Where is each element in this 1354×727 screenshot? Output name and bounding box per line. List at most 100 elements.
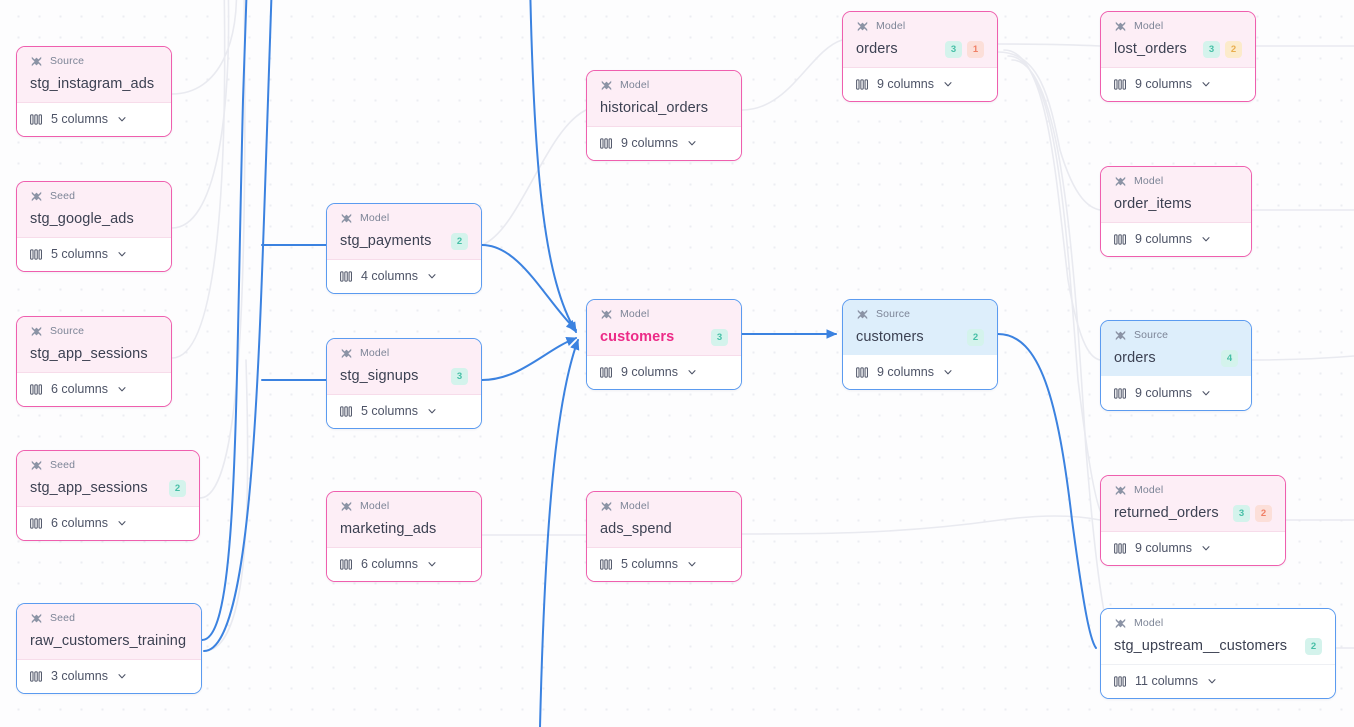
node-columns-toggle[interactable]: 11 columns	[1101, 665, 1335, 698]
node-type-row: Seed	[30, 459, 186, 472]
columns-icon	[30, 670, 42, 682]
columns-icon	[30, 113, 42, 125]
node-columns-toggle[interactable]: 5 columns	[327, 395, 481, 428]
node-title-row: customers 2	[856, 328, 984, 346]
edge-active	[529, 0, 577, 334]
chevron-down-icon[interactable]	[943, 79, 953, 89]
node-title: stg_upstream__customers	[1114, 638, 1288, 654]
node-type-row: Seed	[30, 190, 158, 203]
columns-count-label: 5 columns	[621, 557, 678, 571]
columns-count-label: 5 columns	[51, 247, 108, 261]
chevron-down-icon[interactable]	[117, 249, 127, 259]
node-columns-toggle[interactable]: 4 columns	[327, 260, 481, 293]
chevron-down-icon[interactable]	[1201, 388, 1211, 398]
columns-count-label: 9 columns	[621, 136, 678, 150]
node-title: stg_payments	[340, 233, 432, 249]
node-title: stg_app_sessions	[30, 346, 148, 362]
node-title: customers	[856, 329, 924, 345]
node-columns-toggle[interactable]: 3 columns	[17, 660, 201, 693]
lineage-node-historical_orders[interactable]: Model historical_orders 9 columns	[586, 70, 742, 161]
node-columns-toggle[interactable]: 9 columns	[1101, 532, 1285, 565]
dbt-logo-icon	[1115, 485, 1126, 496]
node-badge-red: 1	[967, 40, 984, 58]
lineage-node-stg_app_sessions_source[interactable]: Source stg_app_sessions 6 columns	[16, 316, 172, 407]
node-badge-teal: 4	[1221, 349, 1238, 367]
lineage-node-marketing_ads[interactable]: Model marketing_ads 6 columns	[326, 491, 482, 582]
lineage-node-stg_instagram_ads[interactable]: Source stg_instagram_ads 5 columns	[16, 46, 172, 137]
node-type-label: Model	[1134, 617, 1164, 629]
node-columns-toggle[interactable]: 9 columns	[1101, 223, 1251, 256]
chevron-down-icon[interactable]	[117, 384, 127, 394]
columns-count-label: 9 columns	[1135, 232, 1192, 246]
node-columns-toggle[interactable]: 5 columns	[17, 238, 171, 271]
lineage-node-ads_spend[interactable]: Model ads_spend 5 columns	[586, 491, 742, 582]
node-badge-teal: 2	[1305, 637, 1322, 655]
lineage-node-raw_customers_training[interactable]: Seed raw_customers_training 3 columns	[16, 603, 202, 694]
node-header: Model stg_upstream__customers 2	[1101, 609, 1335, 665]
node-header: Model marketing_ads	[327, 492, 481, 548]
dbt-logo-icon	[857, 309, 868, 320]
node-badges: 2	[1305, 637, 1322, 655]
chevron-down-icon[interactable]	[427, 271, 437, 281]
lineage-node-customers_source[interactable]: Source customers 2 9 columns	[842, 299, 998, 390]
chevron-down-icon[interactable]	[427, 559, 437, 569]
lineage-node-order_items[interactable]: Model order_items 9 columns	[1100, 166, 1252, 257]
node-columns-toggle[interactable]: 5 columns	[587, 548, 741, 581]
chevron-down-icon[interactable]	[687, 559, 697, 569]
node-columns-toggle[interactable]: 9 columns	[587, 127, 741, 160]
dbt-logo-icon	[31, 326, 42, 337]
chevron-down-icon[interactable]	[943, 367, 953, 377]
node-columns-toggle[interactable]: 9 columns	[587, 356, 741, 389]
chevron-down-icon[interactable]	[427, 406, 437, 416]
chevron-down-icon[interactable]	[117, 114, 127, 124]
chevron-down-icon[interactable]	[687, 367, 697, 377]
node-title: returned_orders	[1114, 505, 1219, 521]
lineage-node-stg_app_sessions_seed[interactable]: Seed stg_app_sessions 2 6 columns	[16, 450, 200, 541]
lineage-node-customers_model[interactable]: Model customers 3 9 columns	[586, 299, 742, 390]
lineage-node-stg_upstream__customers[interactable]: Model stg_upstream__customers 2 11 colum…	[1100, 608, 1336, 699]
node-columns-toggle[interactable]: 5 columns	[17, 103, 171, 136]
lineage-node-stg_google_ads[interactable]: Seed stg_google_ads 5 columns	[16, 181, 172, 272]
node-columns-toggle[interactable]: 6 columns	[17, 507, 199, 540]
lineage-node-orders_source[interactable]: Source orders 4 9 columns	[1100, 320, 1252, 411]
node-title-row: stg_upstream__customers 2	[1114, 637, 1322, 655]
lineage-node-stg_payments[interactable]: Model stg_payments 2 4 columns	[326, 203, 482, 294]
node-columns-toggle[interactable]: 6 columns	[17, 373, 171, 406]
chevron-down-icon[interactable]	[1201, 543, 1211, 553]
node-columns-toggle[interactable]: 9 columns	[843, 356, 997, 389]
node-columns-toggle[interactable]: 9 columns	[843, 68, 997, 101]
node-type-row: Model	[600, 500, 728, 513]
columns-count-label: 9 columns	[1135, 77, 1192, 91]
dbt-logo-icon	[857, 21, 868, 32]
chevron-down-icon[interactable]	[1207, 676, 1217, 686]
edge-inactive	[1251, 355, 1354, 361]
chevron-down-icon[interactable]	[1201, 234, 1211, 244]
node-header: Source customers 2	[843, 300, 997, 356]
node-type-row: Model	[1114, 20, 1242, 33]
columns-icon	[340, 558, 352, 570]
node-title: order_items	[1114, 196, 1192, 212]
lineage-node-stg_signups[interactable]: Model stg_signups 3 5 columns	[326, 338, 482, 429]
node-title-row: order_items	[1114, 195, 1238, 213]
node-type-row: Model	[600, 308, 728, 321]
chevron-down-icon[interactable]	[1201, 79, 1211, 89]
node-columns-toggle[interactable]: 6 columns	[327, 548, 481, 581]
node-columns-toggle[interactable]: 9 columns	[1101, 377, 1251, 410]
chevron-down-icon[interactable]	[117, 518, 127, 528]
chevron-down-icon[interactable]	[117, 671, 127, 681]
dbt-logo-icon	[341, 213, 352, 224]
node-badge-amber: 2	[1225, 40, 1242, 58]
chevron-down-icon[interactable]	[687, 138, 697, 148]
node-columns-toggle[interactable]: 9 columns	[1101, 68, 1255, 101]
edge-inactive	[1007, 55, 1105, 519]
edge-active	[539, 338, 580, 727]
dbt-logo-icon	[341, 501, 352, 512]
node-header: Model stg_payments 2	[327, 204, 481, 260]
